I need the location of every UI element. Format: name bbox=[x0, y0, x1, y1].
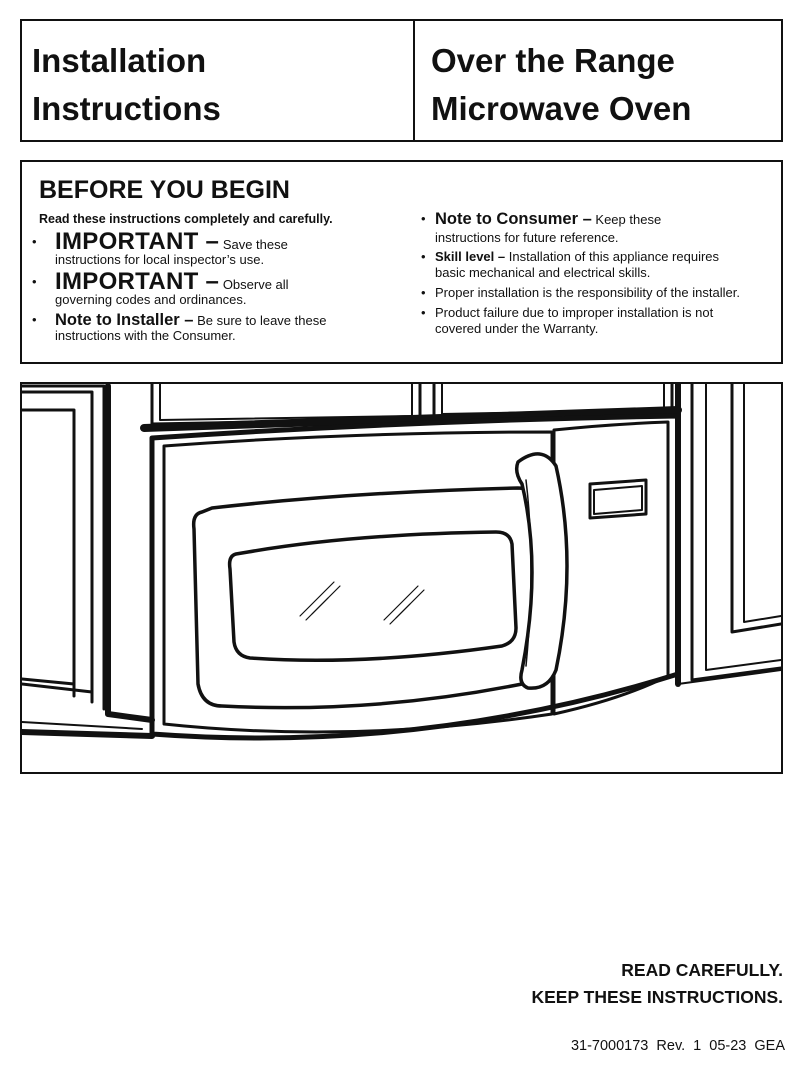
bullet: • bbox=[32, 274, 37, 289]
microwave-body bbox=[149, 413, 681, 741]
title-left-line-1: Installation bbox=[32, 42, 207, 79]
right-cabinet bbox=[675, 384, 781, 687]
item-text-cont: instructions with the Consumer. bbox=[55, 328, 236, 343]
bullet: • bbox=[32, 234, 37, 249]
item-title: Note to Consumer – bbox=[435, 210, 592, 228]
title-left-line-2: Instructions bbox=[32, 90, 221, 127]
item-text-cont: covered under the Warranty. bbox=[435, 321, 599, 336]
list-item: • IMPORTANT – Save these instructions fo… bbox=[32, 230, 412, 267]
bullet: • bbox=[421, 249, 426, 264]
bullet: • bbox=[421, 305, 426, 320]
item-text: Observe all bbox=[222, 277, 289, 292]
list-item: • Skill level – Installation of this app… bbox=[421, 249, 781, 281]
read-carefully-notice: READ CAREFULLY. KEEP THESE INSTRUCTIONS. bbox=[531, 957, 783, 1011]
title-right-line-2: Microwave Oven bbox=[431, 90, 692, 127]
bullet: • bbox=[32, 312, 37, 327]
notice-line-1: READ CAREFULLY. bbox=[621, 960, 783, 980]
title-right-line-1: Over the Range bbox=[431, 42, 675, 79]
microwave-illustration bbox=[20, 382, 783, 774]
item-text: Keep these bbox=[595, 212, 662, 227]
before-subheading: Read these instructions completely and c… bbox=[39, 212, 333, 226]
before-heading: BEFORE YOU BEGIN bbox=[39, 176, 290, 204]
title-right: Over the Range Microwave Oven bbox=[415, 21, 781, 140]
list-item: • Product failure due to improper instal… bbox=[421, 305, 781, 337]
left-cabinet bbox=[22, 384, 155, 739]
list-item: • Proper installation is the responsibil… bbox=[421, 285, 781, 301]
list-item: • IMPORTANT – Observe all governing code… bbox=[32, 270, 412, 307]
item-text: Save these bbox=[222, 237, 288, 252]
list-item: • Note to Consumer – Keep these instruct… bbox=[421, 210, 781, 247]
item-text: Installation of this appliance requires bbox=[508, 249, 720, 264]
item-title: IMPORTANT – bbox=[55, 228, 220, 255]
item-title: Skill level – bbox=[435, 249, 506, 264]
item-text-cont: instructions for future reference. bbox=[435, 230, 619, 245]
left-column: • IMPORTANT – Save these instructions fo… bbox=[32, 230, 412, 343]
document-number: 31-7000173 Rev. 1 05-23 GEA bbox=[570, 1038, 785, 1054]
title-left: Installation Instructions bbox=[22, 21, 415, 140]
upper-cabinet bbox=[140, 384, 682, 432]
item-text-cont: instructions for local inspector’s use. bbox=[55, 252, 265, 267]
item-text-cont: governing codes and ordinances. bbox=[55, 292, 247, 307]
item-text: Product failure due to improper installa… bbox=[435, 305, 714, 320]
notice-line-2: KEEP THESE INSTRUCTIONS. bbox=[531, 987, 783, 1007]
item-title: Note to Installer – bbox=[55, 311, 194, 329]
before-you-begin-box: BEFORE YOU BEGIN Read these instructions… bbox=[20, 160, 783, 364]
right-column: • Note to Consumer – Keep these instruct… bbox=[421, 210, 781, 341]
bullet: • bbox=[421, 285, 426, 300]
item-text: Be sure to leave these bbox=[197, 313, 327, 328]
list-item: • Note to Installer – Be sure to leave t… bbox=[32, 311, 412, 342]
bullet: • bbox=[421, 211, 426, 226]
title-box: Installation Instructions Over the Range… bbox=[20, 19, 783, 142]
microwave-drawing bbox=[22, 384, 781, 741]
item-text-cont: basic mechanical and electrical skills. bbox=[435, 265, 651, 280]
item-title: IMPORTANT – bbox=[55, 268, 220, 295]
item-text: Proper installation is the responsibilit… bbox=[435, 285, 740, 300]
